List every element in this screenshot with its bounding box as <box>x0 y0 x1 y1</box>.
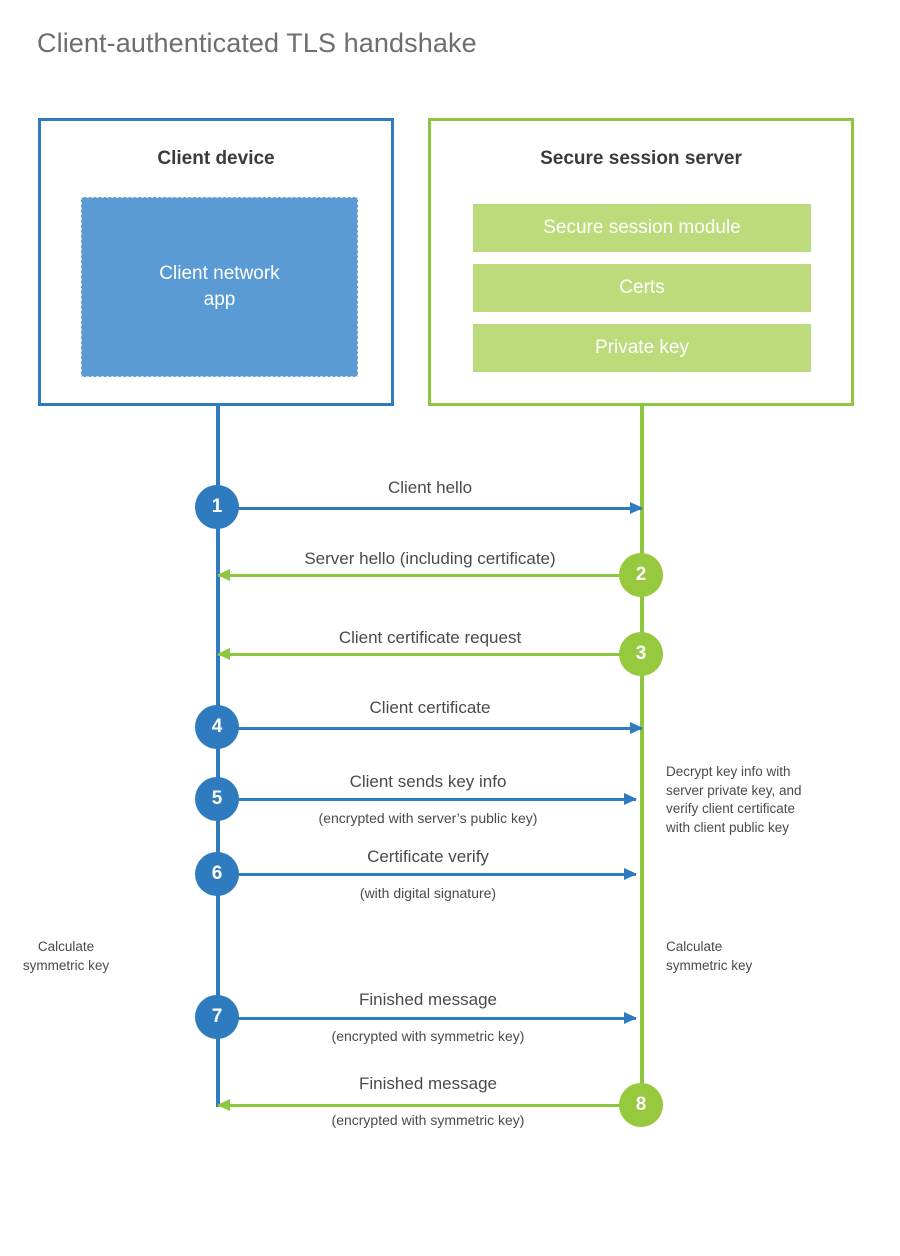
message-sublabel-8: (encrypted with symmetric key) <box>331 1112 525 1128</box>
message-line-2 <box>218 574 642 577</box>
page-title: Client-authenticated TLS handshake <box>37 28 477 58</box>
secure-session-server-title: Secure session server <box>540 148 742 169</box>
server-block-secure-session-module: Secure session module <box>473 204 811 252</box>
client-lifeline <box>216 403 220 1107</box>
arrowhead-right-1 <box>630 502 643 514</box>
message-label-4: Client certificate <box>369 698 491 717</box>
step-badge-8: 8 <box>619 1083 663 1127</box>
step-badge-2: 2 <box>619 553 663 597</box>
message-line-8 <box>218 1104 642 1107</box>
client-device-box: Client device Client network app <box>38 118 394 406</box>
arrowhead-right-7 <box>624 1012 637 1024</box>
message-label-2: Server hello (including certificate) <box>304 549 556 568</box>
message-label-7: Finished message <box>359 990 497 1009</box>
message-label-1: Client hello <box>387 478 473 497</box>
arrowhead-right-6 <box>624 868 637 880</box>
message-line-7 <box>218 1017 636 1020</box>
message-line-4 <box>218 727 642 730</box>
message-line-6 <box>218 873 636 876</box>
arrowhead-right-4 <box>630 722 643 734</box>
annotation-server-calculate: Calculate symmetric key <box>666 939 753 973</box>
arrowhead-left-8 <box>217 1099 230 1111</box>
arrowhead-left-2 <box>217 569 230 581</box>
annotation-server-decrypt: Decrypt key info with server private key… <box>666 764 802 835</box>
step-badge-4: 4 <box>195 705 239 749</box>
server-block-private-key: Private key <box>473 324 811 372</box>
message-label-8: Finished message <box>359 1074 497 1093</box>
message-label-3: Client certificate request <box>338 628 522 647</box>
client-device-title: Client device <box>157 148 275 169</box>
step-badge-6: 6 <box>195 852 239 896</box>
server-lifeline <box>640 403 644 1107</box>
client-network-app-block: Client network app <box>81 197 358 377</box>
message-line-3 <box>218 653 642 656</box>
secure-session-server-box: Secure session server Secure session mod… <box>428 118 854 406</box>
message-line-1 <box>218 507 642 510</box>
step-badge-3: 3 <box>619 632 663 676</box>
step-badge-1: 1 <box>195 485 239 529</box>
arrowhead-right-5 <box>624 793 637 805</box>
message-sublabel-5: (encrypted with server’s public key) <box>318 810 538 826</box>
server-block-certs: Certs <box>473 264 811 312</box>
arrowhead-left-3 <box>217 648 230 660</box>
annotation-client-calculate: Calculate symmetric key <box>22 939 110 973</box>
message-line-5 <box>218 798 636 801</box>
message-label-6: Certificate verify <box>367 847 489 866</box>
message-sublabel-6: (with digital signature) <box>359 885 497 901</box>
step-badge-7: 7 <box>195 995 239 1039</box>
message-label-5: Client sends key info <box>349 772 507 791</box>
message-sublabel-7: (encrypted with symmetric key) <box>331 1028 525 1044</box>
step-badge-5: 5 <box>195 777 239 821</box>
